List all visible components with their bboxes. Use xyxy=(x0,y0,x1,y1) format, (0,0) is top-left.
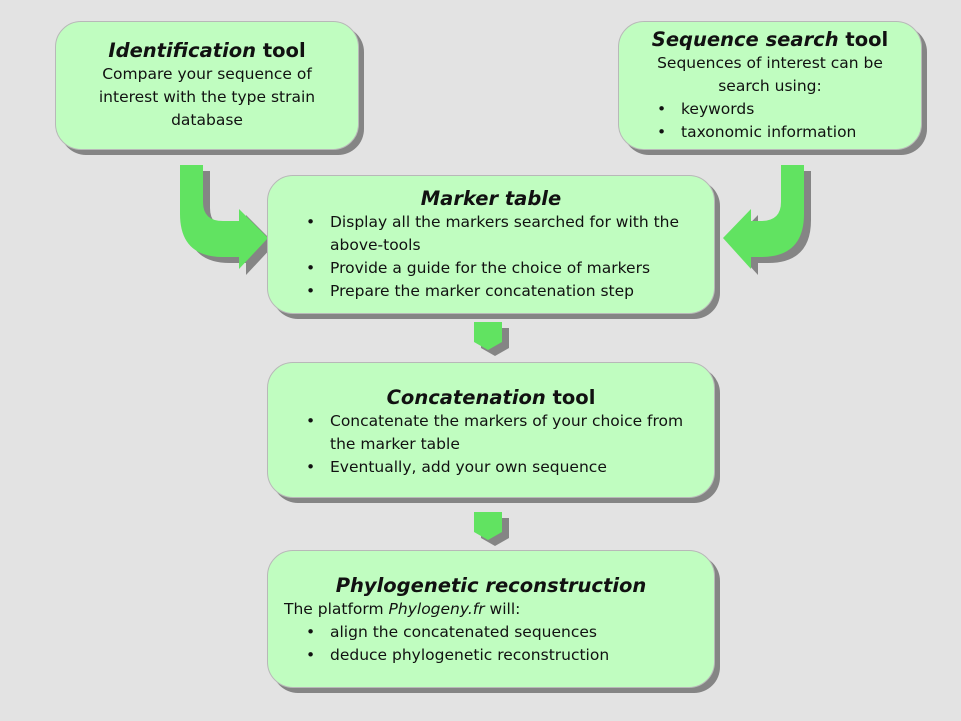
concatenation-tool-box: Concatenation tool Concatenate the marke… xyxy=(267,362,715,498)
list-item: Concatenate the markers of your choice f… xyxy=(268,410,684,456)
list-item: Provide a guide for the choice of marker… xyxy=(268,257,684,280)
sequence-search-tool-title: Sequence search tool xyxy=(651,28,889,51)
list-item: Display all the markers searched for wit… xyxy=(268,211,684,257)
sequence-search-tool-description: Sequences of interest can be search usin… xyxy=(657,54,883,95)
identification-tool-box: Identification tool Compare your sequenc… xyxy=(55,21,359,150)
phylogenetic-list: align the concatenated sequences deduce … xyxy=(268,621,714,667)
phylogeny-fr-name: Phylogeny.fr xyxy=(388,600,485,618)
sequence-search-list: keywords taxonomic information xyxy=(619,98,921,144)
concatenation-list: Concatenate the markers of your choice f… xyxy=(268,410,714,479)
list-item: Prepare the marker concatenation step xyxy=(268,280,684,303)
marker-table-title: Marker table xyxy=(420,187,562,210)
list-item: keywords xyxy=(619,98,921,121)
down-arrow-icon xyxy=(474,322,509,356)
phylogenetic-intro: The platform Phylogeny.fr will: xyxy=(284,600,521,618)
sequence-search-tool-box: Sequence search tool Sequences of intere… xyxy=(618,21,922,150)
concatenation-tool-title: Concatenation tool xyxy=(386,386,596,409)
identification-tool-title: Identification tool xyxy=(108,39,306,62)
list-item: taxonomic information xyxy=(619,121,921,144)
down-arrow-icon xyxy=(474,512,509,546)
curved-arrow-right-icon xyxy=(180,165,275,275)
phylogenetic-reconstruction-box: Phylogenetic reconstruction The platform… xyxy=(267,550,715,688)
marker-table-box: Marker table Display all the markers sea… xyxy=(267,175,715,314)
list-item: Eventually, add your own sequence xyxy=(268,456,684,479)
list-item: deduce phylogenetic reconstruction xyxy=(268,644,714,667)
list-item: align the concatenated sequences xyxy=(268,621,714,644)
phylogenetic-reconstruction-title: Phylogenetic reconstruction xyxy=(335,574,647,597)
marker-table-list: Display all the markers searched for wit… xyxy=(268,211,714,303)
identification-tool-description: Compare your sequence of interest with t… xyxy=(98,65,316,129)
curved-arrow-left-icon xyxy=(723,165,811,275)
